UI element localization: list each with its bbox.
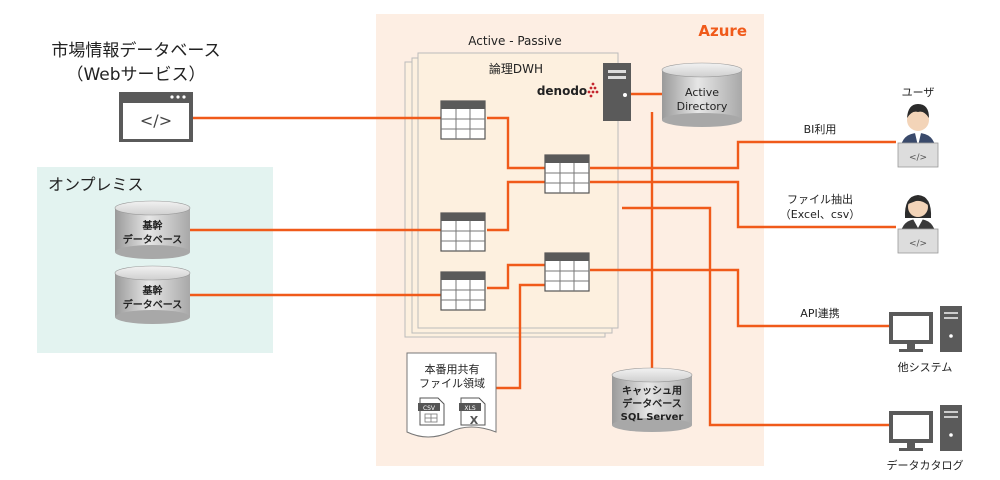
- line-bi: [590, 140, 896, 170]
- line-table1-to-table-mid: [487, 116, 545, 170]
- line-share-to-table4: [496, 283, 545, 390]
- cache-label-line1: キャッシュ用: [622, 385, 682, 397]
- db1-label-line1: 基幹: [142, 219, 164, 232]
- table-icon-1: [440, 100, 486, 140]
- xls-file-icon: XLS X: [459, 397, 486, 427]
- connector-lines: [190, 92, 896, 427]
- table-icon-4: [544, 252, 590, 292]
- active-directory-cylinder: [661, 62, 743, 127]
- line-api: [590, 268, 896, 328]
- cache-label-line3: SQL Server: [621, 412, 684, 423]
- db2-label-line2: データベース: [123, 298, 183, 311]
- line-table3-to-table4: [487, 263, 545, 290]
- file-export-label-line2: （Excel、csv）: [780, 208, 860, 221]
- svg-text:</>: </>: [909, 239, 927, 249]
- source-title-line1: 市場情報データベース: [51, 40, 220, 61]
- db-cylinder-1: [114, 200, 191, 259]
- share-label-line2: ファイル領域: [419, 376, 485, 390]
- line-file-export: [590, 180, 896, 229]
- svg-text:X: X: [470, 414, 479, 427]
- csv-file-icon: CSV: [418, 397, 445, 426]
- table-icon-3: [440, 212, 486, 252]
- denodo-logo-text: denodo: [537, 84, 587, 98]
- cache-label-line2: データベース: [622, 397, 682, 410]
- web-service-icon: </>: [119, 92, 193, 142]
- source-title-line2: （Webサービス）: [66, 65, 205, 85]
- csv-label: CSV: [423, 405, 436, 412]
- other-system-computer-icon: [889, 306, 962, 352]
- shared-file-area: CSV XLS X: [406, 352, 497, 438]
- table-icon-5: [440, 271, 486, 311]
- table-icon-2: [544, 154, 590, 194]
- ad-label-line2: Directory: [677, 100, 728, 113]
- cache-db-cylinder: [611, 367, 693, 432]
- user-female-icon: </>: [897, 195, 939, 254]
- xls-label: XLS: [464, 405, 475, 412]
- line-data-catalog: [622, 206, 896, 427]
- share-label-line1: 本番用共有: [425, 362, 480, 376]
- user-male-icon: </>: [897, 104, 939, 168]
- data-catalog-computer-icon: [889, 405, 962, 451]
- azure-title: Azure: [698, 22, 747, 40]
- dwh-label: 論理DWH: [489, 61, 543, 76]
- other-system-label: 他システム: [898, 361, 953, 374]
- onprem-title: オンプレミス: [48, 175, 144, 194]
- server-icon: [603, 63, 631, 121]
- code-glyph: </>: [140, 111, 172, 130]
- active-passive-label: Active - Passive: [468, 34, 561, 48]
- onprem-region: [37, 167, 273, 353]
- user-label: ユーザ: [902, 86, 935, 99]
- db2-label-line1: 基幹: [142, 284, 164, 297]
- db-cylinder-2: [114, 265, 191, 324]
- api-label: API連携: [800, 306, 839, 320]
- svg-text:</>: </>: [909, 153, 927, 163]
- data-catalog-label: データカタログ: [887, 458, 964, 472]
- file-export-label-line1: ファイル抽出: [787, 192, 853, 206]
- ad-label-line1: Active: [685, 86, 719, 99]
- denodo-mark-icon: [587, 82, 599, 98]
- line-table2-to-table-mid: [487, 180, 545, 232]
- db1-label-line2: データベース: [123, 233, 183, 246]
- bi-label: BI利用: [804, 123, 837, 136]
